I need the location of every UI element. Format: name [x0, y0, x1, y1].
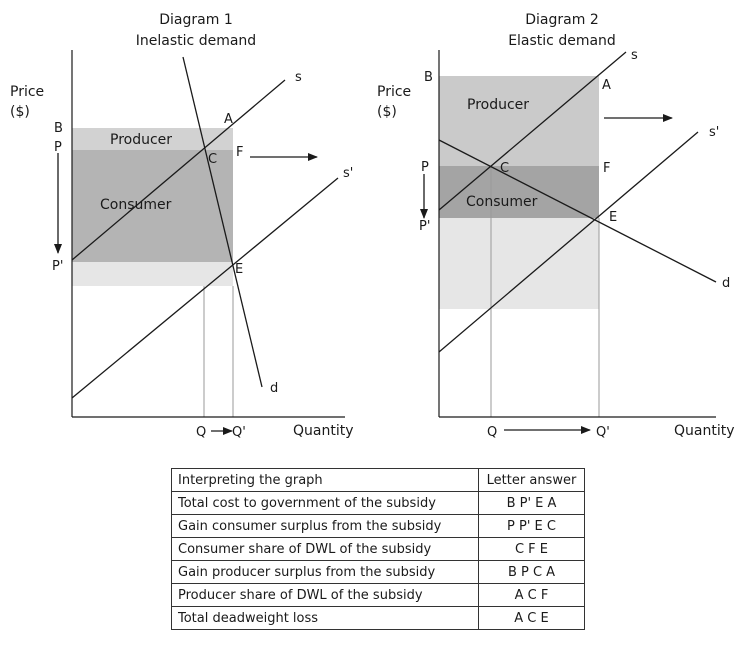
diagram-2-label-e: E	[609, 210, 617, 225]
diagram-2-label-s: s	[631, 48, 638, 63]
table-row: Consumer share of DWL of the subsidy C F…	[171, 537, 585, 561]
diagram-1-label-p: P	[54, 140, 62, 155]
diagram-2-title: Diagram 2	[525, 12, 598, 28]
diagram-1-label-e: E	[235, 262, 243, 277]
table-cell-answer: B P C A	[478, 560, 585, 584]
diagram-1-label-q: Q	[196, 425, 206, 440]
diagram-2-label-p: P	[421, 160, 429, 175]
table-cell-answer: C F E	[478, 537, 585, 561]
table-cell-description: Gain producer surplus from the subsidy	[171, 560, 479, 584]
diagram-2-label-a: A	[602, 78, 611, 93]
table-cell-answer: A C E	[478, 606, 585, 630]
diagram-1: Diagram 1 Inelastic demand Price ($) Qua…	[10, 12, 354, 440]
diagram-1-title: Diagram 1	[159, 12, 232, 28]
diagram-1-label-qprime: Q'	[232, 425, 246, 440]
diagram-1-light-area	[72, 262, 233, 286]
diagram-2-supply-line	[438, 51, 627, 211]
diagram-1-label-a: A	[224, 112, 233, 127]
table-header-letter-answer: Letter answer	[478, 468, 585, 492]
table-header-interpreting: Interpreting the graph	[171, 468, 479, 492]
table-row: Gain producer surplus from the subsidy B…	[171, 560, 585, 584]
table-cell-description: Total cost to government of the subsidy	[171, 491, 479, 515]
diagram-2: Diagram 2 Elastic demand Price ($) Quant…	[377, 12, 735, 440]
table-row: Total deadweight loss A C E	[171, 606, 585, 630]
diagram-2-y-label-unit: ($)	[377, 104, 397, 120]
diagram-1-demand-line	[182, 56, 263, 388]
diagram-2-light-area	[439, 218, 599, 309]
diagram-1-consumer-label: Consumer	[100, 197, 172, 213]
diagram-1-y-label-unit: ($)	[10, 104, 30, 120]
diagram-1-subtitle: Inelastic demand	[136, 33, 256, 49]
diagram-2-label-pprime: P'	[419, 219, 430, 234]
diagram-1-label-f: F	[236, 145, 243, 160]
diagram-1-label-s: s	[295, 70, 302, 85]
diagram-1-consumer-area	[72, 150, 233, 262]
diagram-1-x-label: Quantity	[293, 423, 354, 439]
diagram-1-label-pprime: P'	[52, 259, 63, 274]
diagram-2-supply-prime-line	[438, 131, 699, 353]
table-cell-answer: B P' E A	[478, 491, 585, 515]
table-row: Gain consumer surplus from the subsidy P…	[171, 514, 585, 538]
table-header-row: Interpreting the graph Letter answer	[171, 468, 585, 492]
diagram-1-label-d: d	[270, 381, 278, 396]
diagram-2-label-c: C	[500, 161, 509, 176]
table-cell-answer: A C F	[478, 583, 585, 607]
diagram-2-producer-label: Producer	[467, 97, 529, 113]
table-cell-answer: P P' E C	[478, 514, 585, 538]
diagram-2-label-b: B	[424, 70, 433, 85]
diagram-2-consumer-label: Consumer	[466, 194, 538, 210]
interpretation-table: Interpreting the graph Letter answer Tot…	[171, 468, 585, 630]
diagram-2-label-d: d	[722, 276, 730, 291]
diagram-2-demand-line	[438, 139, 717, 283]
diagram-1-label-b: B	[54, 121, 63, 136]
diagram-2-subtitle: Elastic demand	[508, 33, 616, 49]
diagram-2-consumer-area	[439, 166, 599, 218]
diagram-1-supply-line	[71, 79, 286, 261]
diagram-1-supply-prime-line	[71, 177, 339, 399]
table-cell-description: Gain consumer surplus from the subsidy	[171, 514, 479, 538]
diagram-1-producer-area	[72, 128, 233, 150]
table-row: Total cost to government of the subsidy …	[171, 491, 585, 515]
diagram-2-label-qprime: Q'	[596, 425, 610, 440]
table-cell-description: Producer share of DWL of the subsidy	[171, 583, 479, 607]
table-cell-description: Consumer share of DWL of the subsidy	[171, 537, 479, 561]
diagram-1-producer-label: Producer	[110, 132, 172, 148]
diagram-1-label-sprime: s'	[343, 166, 353, 181]
diagram-2-producer-area	[439, 76, 599, 166]
diagram-2-label-f: F	[603, 161, 610, 176]
table-cell-description: Total deadweight loss	[171, 606, 479, 630]
diagram-1-y-label-price: Price	[10, 84, 44, 100]
diagram-2-x-label: Quantity	[674, 423, 735, 439]
diagram-1-label-c: C	[208, 152, 217, 167]
diagram-2-y-label-price: Price	[377, 84, 411, 100]
diagram-2-label-sprime: s'	[709, 125, 719, 140]
diagram-2-label-q: Q	[487, 425, 497, 440]
table-row: Producer share of DWL of the subsidy A C…	[171, 583, 585, 607]
